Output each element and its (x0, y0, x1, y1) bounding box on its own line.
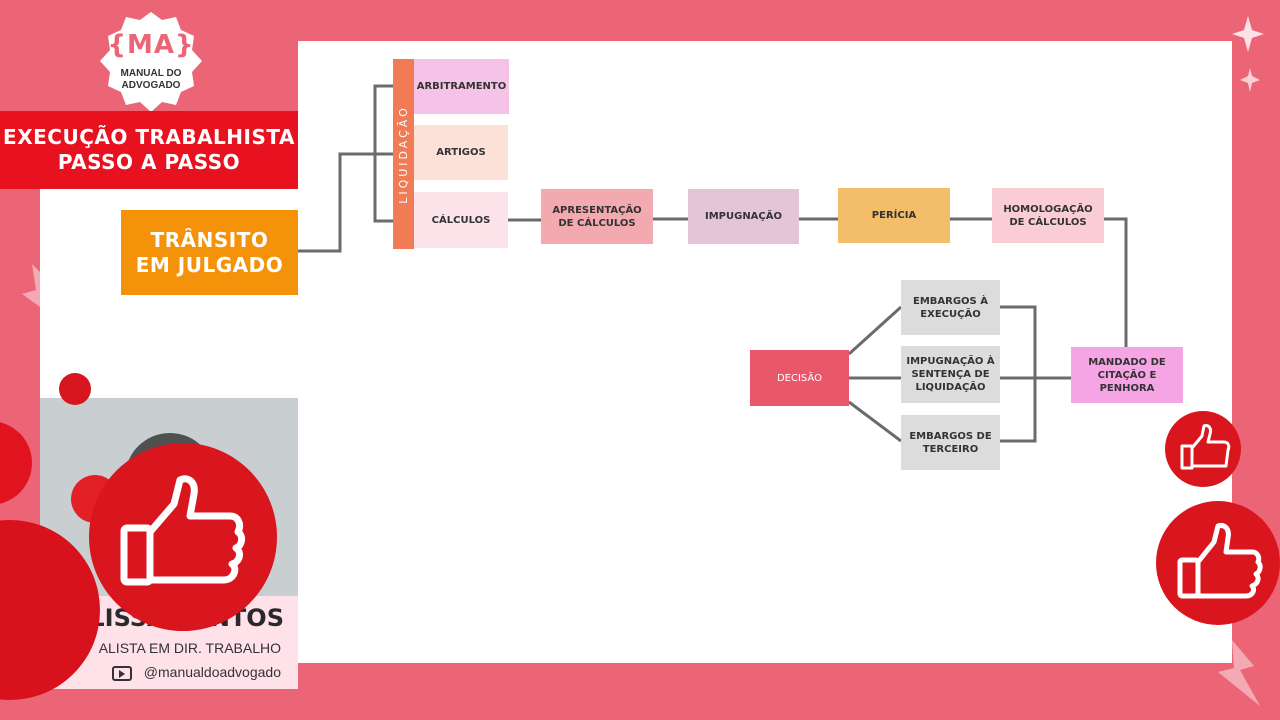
node-embargos-a-execucao: EMBARGOS À EXECUÇÃO (901, 280, 1000, 335)
thumbs-up-icon (1165, 411, 1241, 487)
thumbs-up-icon (59, 373, 91, 405)
node-homologacao-label: HOMOLOGAÇÃO DE CÁLCULOS (1003, 203, 1093, 228)
thumbs-up-icon (0, 520, 100, 700)
node-artigos: ARTIGOS (414, 125, 508, 180)
logo-text-line1: MANUAL DO (120, 68, 182, 79)
node-pericia: PERÍCIA (838, 188, 950, 243)
connector-decisao-defesas (847, 305, 903, 443)
presenter-handle: @manualdoadvogado (40, 664, 281, 681)
connector-homolog-mandado (1104, 217, 1128, 347)
presenter-role: ALISTA EM DIR. TRABALHO (98, 640, 281, 656)
node-embargos-execucao-label: EMBARGOS À EXECUÇÃO (913, 295, 988, 320)
youtube-icon (111, 665, 132, 681)
node-transito-em-julgado: TRÂNSITO EM JULGADO (121, 210, 298, 295)
node-apresentacao-de-calculos: APRESENTAÇÃO DE CÁLCULOS (541, 189, 653, 244)
thumbs-up-icon (1156, 501, 1280, 625)
node-impugnacao-sentenca-label: IMPUGNAÇÃO À SENTENÇA DE LIQUIDAÇÃO (906, 356, 995, 393)
node-pericia-label: PERÍCIA (871, 210, 917, 221)
connector-start-to-liquidacao (298, 152, 393, 253)
lightning-icon (22, 264, 64, 324)
logo-text: MANUAL DO ADVOGADO (96, 68, 206, 92)
node-arbitramento-label: ARBITRAMENTO (416, 81, 507, 92)
node-apresentacao-label: APRESENTAÇÃO DE CÁLCULOS (552, 204, 642, 229)
node-impugnacao-a-sentenca: IMPUGNAÇÃO À SENTENÇA DE LIQUIDAÇÃO (901, 346, 1000, 403)
logo-mark: {MA} (107, 30, 195, 60)
title-line1: EXECUÇÃO TRABALHISTA (3, 125, 295, 149)
logo: {MA} MANUAL DO ADVOGADO (96, 10, 206, 114)
node-decisao-label: DECISÃO (776, 372, 823, 384)
node-calculos-label: CÁLCULOS (431, 214, 491, 226)
node-impugnacao-label: IMPUGNAÇÃO (704, 211, 783, 222)
thumbs-up-icon (89, 443, 277, 631)
node-decisao: DECISÃO (750, 350, 849, 406)
node-calculos: CÁLCULOS (414, 192, 508, 248)
connector-defesas-mandado (1000, 305, 1071, 443)
thumbs-up-icon (0, 422, 32, 504)
title-band: EXECUÇÃO TRABALHISTA PASSO A PASSO (0, 111, 298, 189)
page-title: EXECUÇÃO TRABALHISTA PASSO A PASSO (0, 125, 298, 175)
title-line2: PASSO A PASSO (57, 150, 241, 174)
node-mandado-de-citacao-e-penhora: MANDADO DE CITAÇÃO E PENHORA (1071, 347, 1183, 403)
node-mandado-label: MANDADO DE CITAÇÃO E PENHORA (1088, 356, 1166, 394)
node-arbitramento: ARBITRAMENTO (414, 59, 509, 114)
connector-liq-arbitramento (373, 84, 393, 223)
node-impugnacao: IMPUGNAÇÃO (688, 189, 799, 244)
logo-text-line2: ADVOGADO (121, 80, 181, 91)
node-transito-label: TRÂNSITO EM JULGADO (135, 227, 284, 277)
handle-text: @manualdoadvogado (143, 664, 281, 680)
logo-badge-icon (100, 12, 202, 112)
sparkle-icon (1212, 16, 1264, 92)
liquidacao-label: LIQUIDAÇÃO (397, 104, 411, 204)
node-embargos-terceiro-label: EMBARGOS DE TERCEIRO (909, 430, 992, 455)
liquidacao-bar (393, 59, 414, 249)
node-embargos-de-terceiro: EMBARGOS DE TERCEIRO (901, 415, 1000, 470)
node-artigos-label: ARTIGOS (436, 147, 486, 158)
liquidacao-label-box: LIQUIDAÇÃO (393, 59, 414, 249)
node-homologacao-de-calculos: HOMOLOGAÇÃO DE CÁLCULOS (992, 188, 1104, 243)
lightning-icon (1218, 640, 1260, 706)
